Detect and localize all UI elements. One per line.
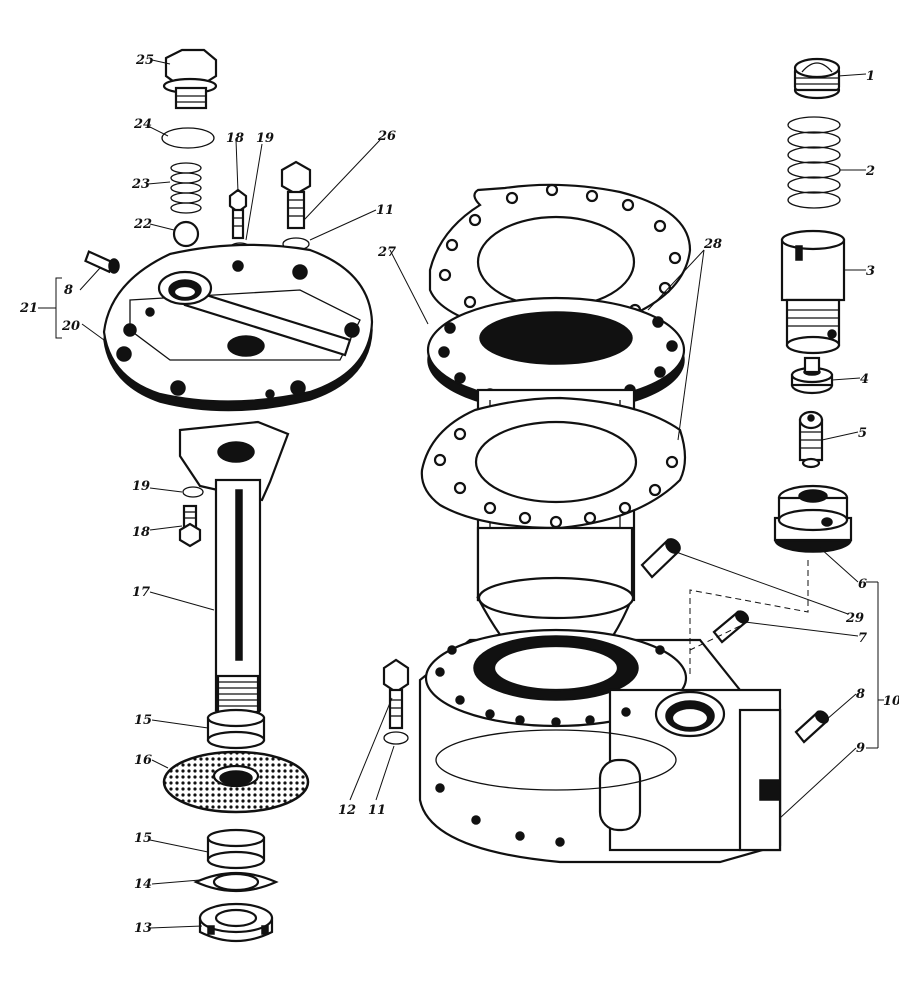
filter-part-16 <box>162 750 310 814</box>
callout-8-right: 8 <box>856 687 865 702</box>
callout-18-lower: 18 <box>132 525 150 540</box>
washer-part-11-lower <box>383 731 409 745</box>
callout-24: 24 <box>133 117 152 132</box>
callout-13: 13 <box>134 921 152 936</box>
callout-17: 17 <box>132 585 150 600</box>
washer-part-19-lower <box>182 486 204 498</box>
housing-part-9 <box>418 628 782 864</box>
callout-26: 26 <box>377 129 396 144</box>
callout-16: 16 <box>134 753 152 768</box>
callout-11-lower: 11 <box>368 803 386 818</box>
lockwasher-part-14 <box>193 871 279 893</box>
callout-9: 9 <box>856 741 865 756</box>
cap-part-1 <box>793 57 841 100</box>
pin-part-8-right <box>794 710 830 744</box>
callout-27: 27 <box>377 245 396 260</box>
washer-part-24 <box>161 127 215 149</box>
callout-10: 10 <box>883 694 899 709</box>
ball-part-22 <box>172 220 200 248</box>
callout-28: 28 <box>703 237 722 252</box>
ring-part-15-upper <box>206 708 266 750</box>
spring-part-2 <box>787 116 841 209</box>
sleeve-part-3 <box>780 229 846 355</box>
callout-20: 20 <box>61 319 80 334</box>
nut-part-13 <box>198 902 274 942</box>
callout-5: 5 <box>858 426 867 441</box>
gasket-part-28 <box>420 396 687 530</box>
callout-4: 4 <box>860 372 869 387</box>
callout-19-upper: 19 <box>256 131 274 146</box>
callout-22: 22 <box>133 217 152 232</box>
callout-7: 7 <box>858 631 867 646</box>
callout-21: 21 <box>19 301 38 316</box>
ring-part-15-lower <box>206 828 266 870</box>
callout-6: 6 <box>858 577 867 592</box>
callout-2: 2 <box>865 164 875 179</box>
pin-part-8-left <box>84 250 120 274</box>
callout-3: 3 <box>866 264 875 279</box>
gasket-part-27 <box>428 183 692 333</box>
seat-part-6 <box>773 484 853 553</box>
callout-12: 12 <box>338 803 356 818</box>
callout-29: 29 <box>845 611 864 626</box>
callout-15-upper: 15 <box>134 713 152 728</box>
bolt-part-18-lower <box>178 504 202 548</box>
bolt-part-18-upper <box>228 188 248 240</box>
callout-labels: 1 2 3 4 5 6 7 8 9 10 29 28 27 26 25 24 2… <box>19 53 899 936</box>
callout-11-upper: 11 <box>376 203 394 218</box>
pin-part-7 <box>712 610 750 644</box>
bolt-part-26 <box>280 160 312 230</box>
pin-part-29 <box>640 538 681 579</box>
callout-8-left: 8 <box>64 283 73 298</box>
spring-part-23 <box>170 162 202 214</box>
callout-15-lower: 15 <box>134 831 152 846</box>
callout-19-lower: 19 <box>132 479 150 494</box>
plug-part-25 <box>162 48 218 110</box>
valve-part-4 <box>790 356 834 395</box>
callout-14: 14 <box>134 877 152 892</box>
plunger-part-5 <box>798 410 824 469</box>
leader-lines <box>38 59 884 929</box>
callout-25: 25 <box>135 53 154 68</box>
callout-1: 1 <box>866 69 875 84</box>
bolt-part-12 <box>382 658 410 730</box>
cover-part-20 <box>102 243 374 412</box>
callout-23: 23 <box>131 177 150 192</box>
callout-18-upper: 18 <box>226 131 244 146</box>
tube-part-17 <box>178 420 290 718</box>
